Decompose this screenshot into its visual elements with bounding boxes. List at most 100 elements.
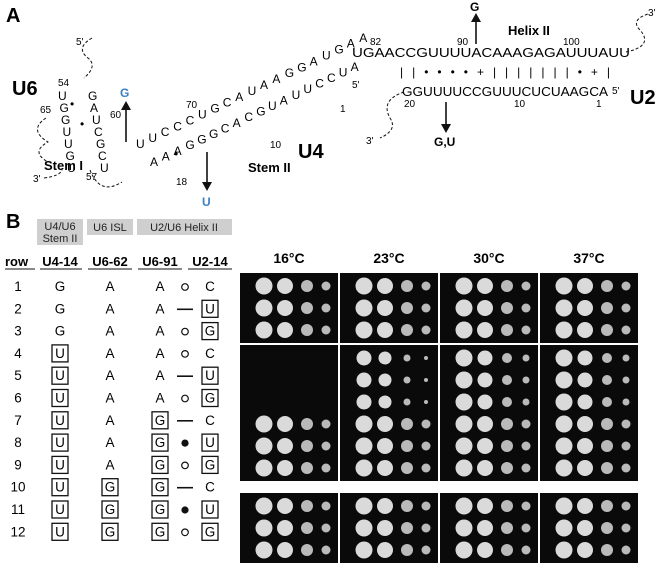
colony-spot	[555, 541, 573, 559]
colony-spot	[477, 520, 493, 536]
colony-spot	[321, 325, 331, 335]
u6-stem-ii-nt: G	[297, 60, 306, 74]
plate-panel	[240, 345, 338, 415]
colony-spot	[621, 523, 631, 533]
u6-stem-ii-nt: C	[161, 125, 170, 139]
colony-spot	[321, 501, 331, 511]
group-headers: U4/U6 Stem II U6 ISL U2/U6 Helix II	[37, 219, 232, 245]
u2-14-value-box	[201, 522, 219, 541]
colony-spot	[401, 280, 413, 292]
u6-62-value: A	[105, 368, 114, 383]
num-60: 60	[110, 110, 122, 121]
pair-wobble-circle	[181, 327, 189, 336]
colony-spot	[377, 498, 393, 514]
colony-spot	[602, 353, 612, 363]
u6-stem-right-nt: C	[94, 125, 103, 139]
u4-stem-ii-nt: A	[162, 149, 170, 163]
arrowhead-down-gu	[441, 124, 451, 133]
u4-14-value-box	[51, 500, 69, 519]
colony-spot	[421, 545, 431, 555]
num-1: 1	[340, 104, 346, 115]
u6-91-value-box	[151, 522, 169, 541]
u6-stem-right-nt: A	[90, 101, 98, 115]
colony-spot	[521, 419, 531, 429]
u6-62-value-box	[101, 522, 119, 541]
u2-14-value: G	[205, 457, 216, 472]
colony-spot	[377, 438, 393, 454]
colony-spot	[501, 302, 513, 314]
colony-spot	[501, 462, 513, 474]
colony-spot	[277, 542, 293, 558]
colony-spot	[401, 462, 413, 474]
u6-91-value: G	[155, 457, 166, 472]
u6-stem-left-nt: U	[58, 89, 67, 103]
colony-spot	[401, 302, 413, 314]
u6-62-value: A	[105, 413, 114, 428]
colony-spot	[522, 376, 530, 384]
pair-wobble-circle	[181, 461, 189, 470]
colony-spot	[502, 375, 512, 385]
colony-spot	[521, 281, 531, 291]
colony-spot	[378, 395, 392, 409]
colony-spot	[255, 277, 273, 295]
colony-spot	[421, 303, 431, 313]
u6-62-value: A	[105, 391, 114, 406]
u6-stem-ii-nt: U	[322, 49, 331, 63]
u4-stem-ii-nt: G	[197, 133, 206, 147]
u6-5prime-tail	[81, 37, 93, 79]
row-number: 3	[14, 324, 22, 339]
num-82: 82	[370, 37, 382, 48]
colony-spot	[377, 416, 393, 432]
u6-stem-ii-nt: A	[235, 90, 243, 104]
u6-stem-ii-nt: A	[347, 37, 355, 51]
colony-spot	[477, 438, 493, 454]
col-header-row: row	[5, 254, 29, 269]
u4-stem-ii-nt: C	[244, 110, 253, 124]
u4-stem-ii-nt: C	[315, 77, 324, 91]
u2-14-value-box	[201, 388, 219, 408]
row-number: 12	[10, 524, 25, 539]
u4-stem-ii-nt: A	[351, 60, 359, 74]
colony-spot	[577, 394, 593, 410]
colony-spot	[621, 303, 631, 313]
mutation-u4-14: U	[202, 152, 212, 209]
colony-spot	[601, 280, 613, 292]
colony-spot	[255, 415, 273, 433]
colony-spot	[555, 321, 573, 339]
colony-spot	[301, 544, 313, 556]
u6-91-value-box	[151, 478, 169, 497]
u6-stem-left-nt: G	[66, 149, 75, 163]
colony-spot	[277, 498, 293, 514]
colony-spot	[378, 351, 392, 365]
row-number: 10	[10, 480, 25, 495]
u6-stem-ii-nt: U	[136, 137, 145, 151]
colony-spot	[477, 460, 493, 476]
colony-spot	[477, 350, 493, 366]
colony-spot	[521, 545, 531, 555]
u2-14-value: C	[205, 346, 215, 361]
u2-14-value-box	[201, 366, 219, 385]
u2-14-value-box	[201, 299, 219, 318]
u4-14-value-box	[51, 411, 69, 430]
u6-stem-ii-nt: U	[148, 131, 157, 145]
colony-spot	[622, 354, 630, 362]
u6-91-value: A	[155, 301, 164, 316]
colony-spot	[321, 441, 331, 451]
u4-stem-ii-nt: U	[303, 82, 312, 96]
u4-14-value: G	[55, 301, 66, 316]
arrowhead-up-g-blue	[121, 101, 131, 110]
mut-g-top: G	[470, 0, 479, 14]
colony-spot	[301, 302, 313, 314]
u2-14-value-box	[201, 455, 219, 475]
u4-14-value-box	[51, 344, 69, 363]
u6-62-value: A	[105, 346, 114, 361]
colony-spot	[477, 322, 493, 338]
colony-spot	[522, 354, 530, 362]
colony-spot	[377, 460, 393, 476]
colony-spot	[301, 462, 313, 474]
